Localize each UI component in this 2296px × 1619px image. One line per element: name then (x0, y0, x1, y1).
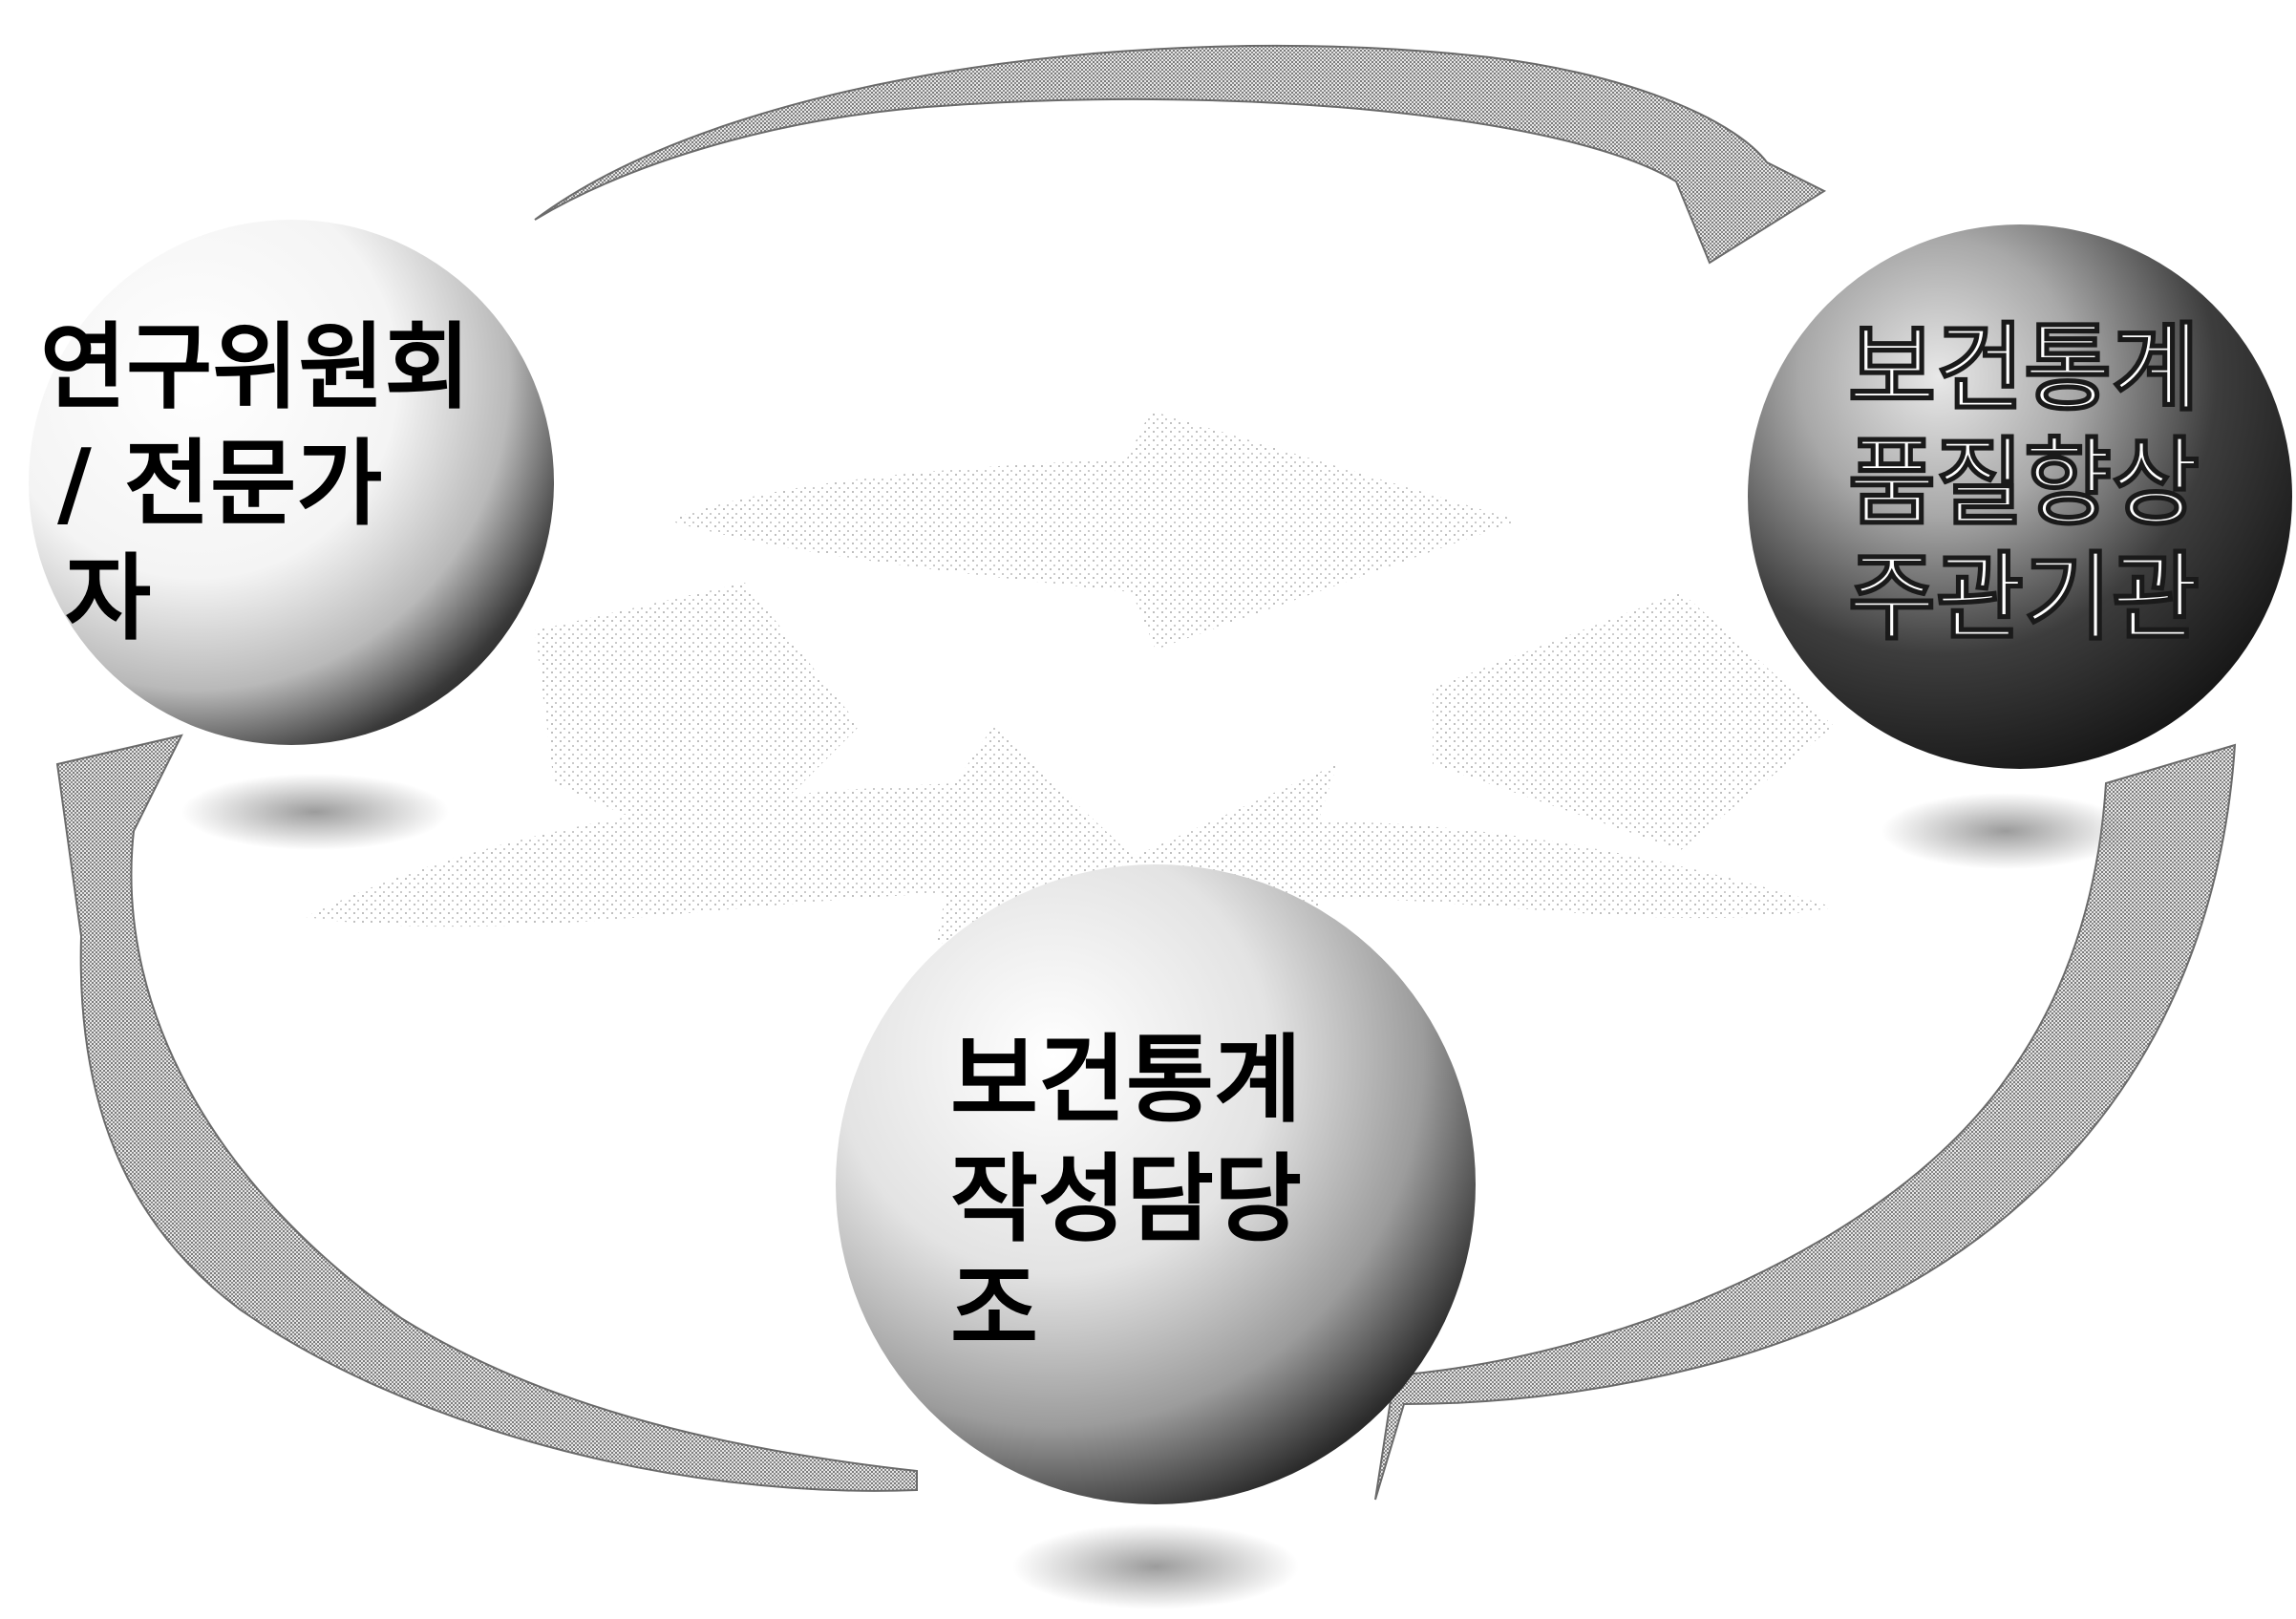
shadow-right (1881, 793, 2130, 869)
center-arrow-right-diag (1433, 592, 1834, 850)
sphere-quality-agency (1748, 224, 2292, 769)
spheres (29, 220, 2292, 1504)
bottom-arc-arrow (55, 734, 918, 1492)
top-arc-arrow (534, 44, 1827, 265)
center-arrow-upper (669, 411, 1519, 650)
statistics-staff-line-1: 보건통계 (950, 1024, 1302, 1136)
node-labels: 연구위원회 / 전문가 자 보건통계 품질향상 주관기관 보건통계 작성담당 조 (40, 311, 2200, 1365)
sphere-research-committee (29, 220, 554, 745)
quality-agency-line-3: 주관기관 (1848, 542, 2200, 653)
research-committee-line-3: 자 (65, 544, 151, 653)
quality-agency-line-1: 보건통계 (1848, 312, 2200, 424)
right-arc-arrow (1374, 743, 2237, 1501)
cycle-arrows (55, 44, 2237, 1501)
statistics-staff-line-2: 작성담당 (950, 1143, 1302, 1255)
sphere-shadows (181, 774, 2130, 1609)
shadow-bottom (1012, 1523, 1299, 1609)
center-flow-arrows (306, 411, 1834, 955)
research-committee-line-2: / 전문가 (57, 430, 382, 539)
quality-agency-line-2: 품질향상 (1848, 427, 2200, 539)
statistics-staff-line-3: 조 (950, 1253, 1038, 1365)
shadow-left (181, 774, 449, 850)
center-arrow-left-diag (535, 583, 860, 860)
research-committee-line-1: 연구위원회 (40, 313, 471, 422)
sphere-statistics-staff (836, 864, 1476, 1504)
